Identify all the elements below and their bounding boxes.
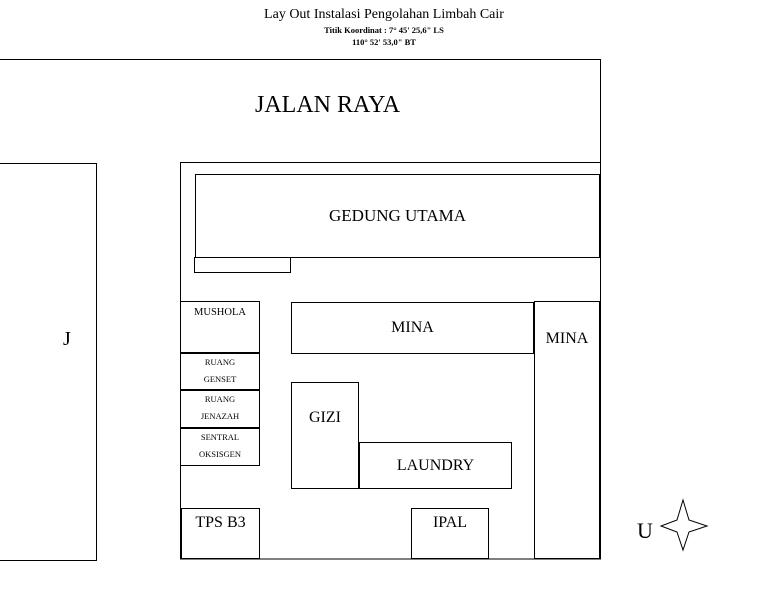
ipal-building: IPAL (411, 508, 489, 559)
north-label: U (637, 518, 653, 543)
ruang-jenazah-label-1: RUANG (204, 394, 236, 404)
diagram-title: Lay Out Instalasi Pengolahan Limbah Cair (264, 7, 504, 22)
main-building-annex (194, 257, 291, 273)
coordinate-latitude: Titik Koordinat : 7° 45' 25,6" LS (324, 25, 444, 35)
ruang-jenazah-label-2: JENAZAH (200, 411, 240, 421)
mushola-building: MUSHOLA (180, 301, 260, 353)
gizi-building: GIZI (291, 382, 359, 489)
ipal-label: IPAL (432, 514, 468, 531)
site-boundary (0, 59, 601, 560)
main-building: GEDUNG UTAMA (195, 174, 600, 258)
ruang-genset-label-2: GENSET (203, 374, 237, 384)
road-top-label: JALAN RAYA (255, 92, 401, 118)
main-building-label: GEDUNG UTAMA (329, 206, 466, 225)
ruang-genset-label-1: RUANG (204, 357, 236, 367)
tps-b3-label: TPS B3 (195, 514, 246, 531)
compass-icon (659, 498, 709, 552)
mina-right-label: MINA (545, 330, 589, 347)
left-road-boundary (0, 163, 97, 561)
road-left-label: J (63, 328, 71, 350)
mina-right-building: MINA (534, 301, 600, 559)
gizi-label: GIZI (309, 409, 341, 426)
sentral-oksigen-building: SENTRAL OKSISGEN (180, 428, 260, 466)
coordinate-longitude: 110° 52' 53,0" BT (352, 37, 416, 47)
sentral-oksigen-label-2: OKSISGEN (198, 449, 242, 459)
mina-center-building: MINA (291, 302, 534, 354)
ruang-jenazah-building: RUANG JENAZAH (180, 390, 260, 428)
laundry-building: LAUNDRY (359, 442, 512, 489)
ruang-genset-building: RUANG GENSET (180, 353, 260, 390)
laundry-label: LAUNDRY (396, 456, 475, 474)
mina-center-label: MINA (391, 319, 434, 336)
mushola-label: MUSHOLA (194, 307, 246, 318)
tps-b3-building: TPS B3 (181, 508, 260, 559)
sentral-oksigen-label-1: SENTRAL (200, 432, 240, 442)
